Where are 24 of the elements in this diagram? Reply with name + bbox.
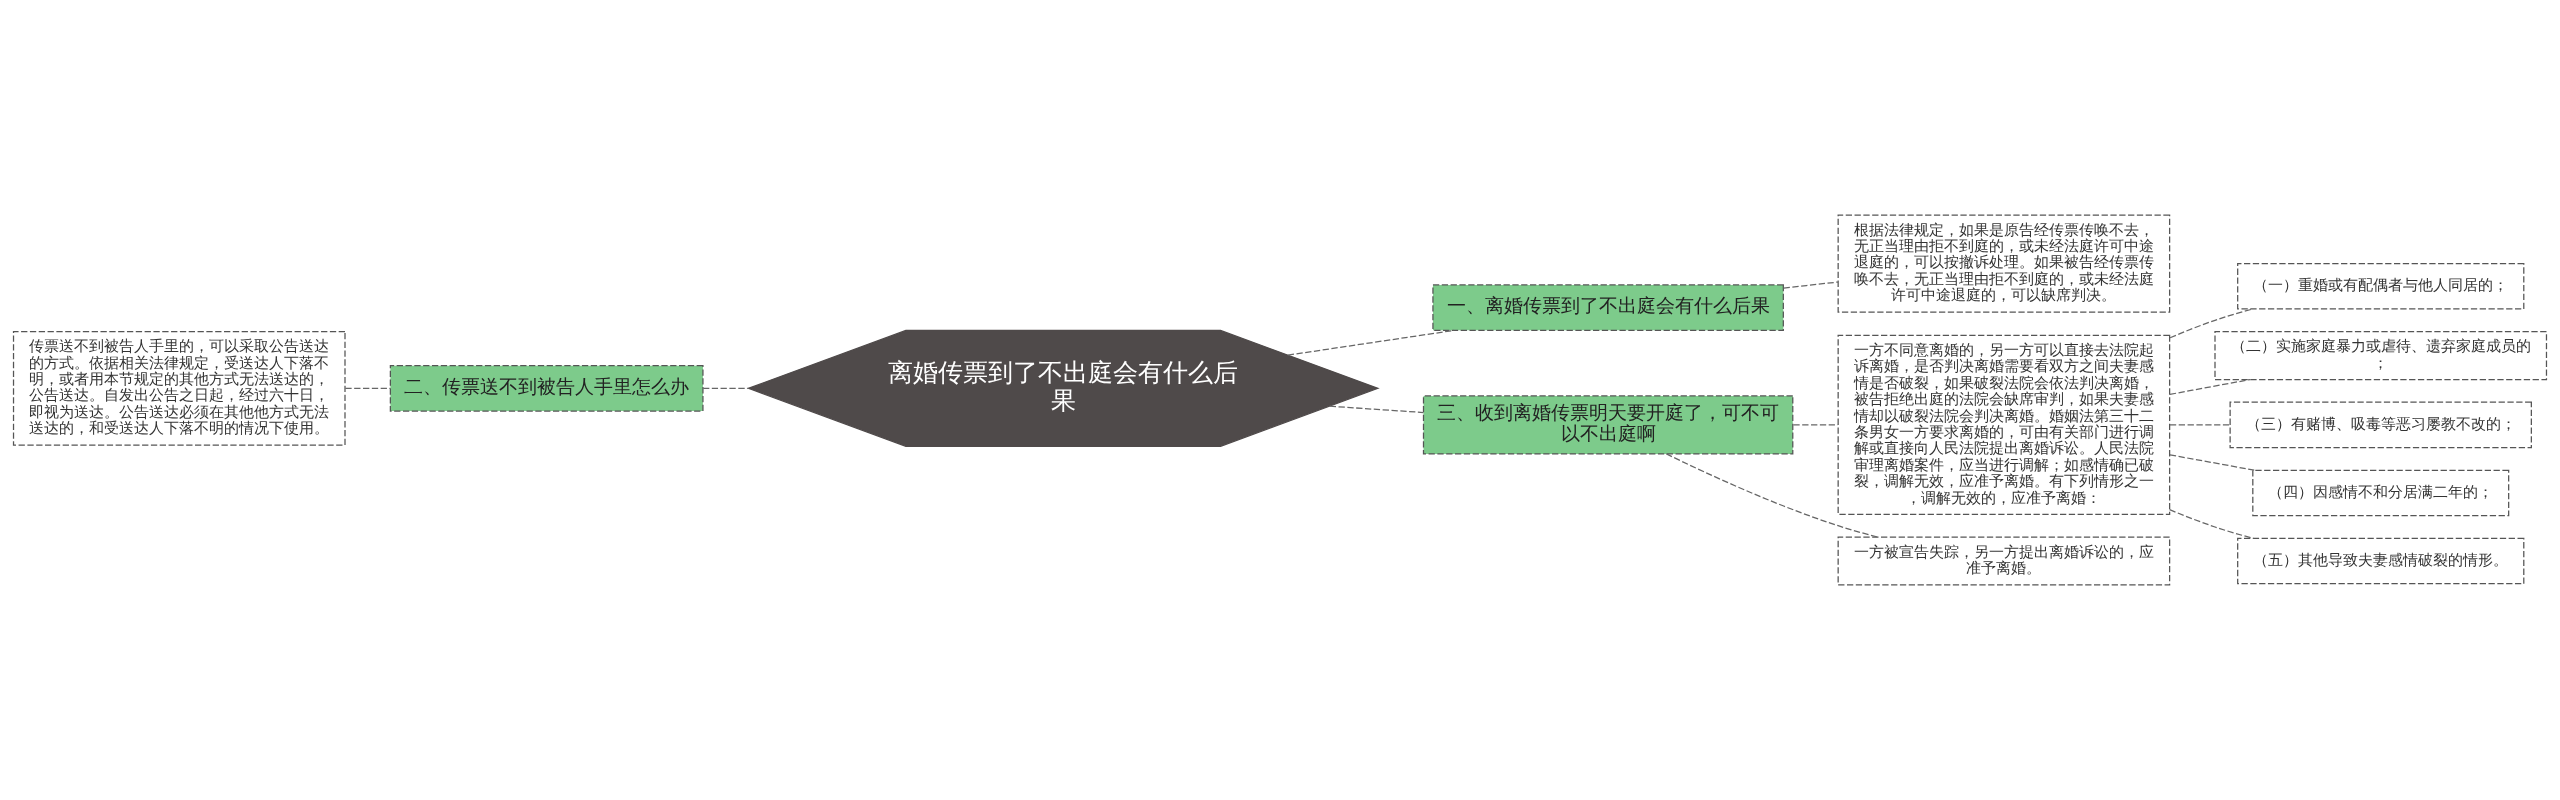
node-box: （四）因感情不和分居满二年的； bbox=[2252, 469, 2510, 517]
node-box: 三、收到离婚传票明天要开庭了，可不可以不出庭啊 bbox=[1422, 395, 1794, 455]
node-box: （二）实施家庭暴力或虐待、遗弃家庭成员的； bbox=[2214, 331, 2548, 381]
node-box: （五）其他导致夫妻感情破裂的情形。 bbox=[2237, 537, 2525, 585]
node-box: 一方被宣告失踪，另一方提出离婚诉讼的，应准予离婚。 bbox=[1837, 536, 2171, 586]
node-box: 根据法律规定，如果是原告经传票传唤不去，无正当理由拒不到庭的，或未经法庭许可中途退庭的，可以按撤诉处理。如果被告经传票传唤不去，无正当理由拒不到庭的，或未经法庭许可中途退庭的，可以缺席判决。 bbox=[1837, 214, 2171, 313]
node-box: 二、传票送不到被告人手里怎么办 bbox=[389, 365, 704, 412]
node-box: 一方不同意离婚的，另一方可以直接去法院起诉离婚，是否判决离婚需要看双方之间夫妻感情是否破裂，如果破裂法院会依法判决离婚，被告拒绝出庭的法院会缺席审判，如果夫妻感情却以破裂法院会判决离婚。婚姻法第三十二条男女一方要求离婚的，可由有关部门进行调解或直接向人民法院提出离婚诉讼。人民法院审理离婚案件，应当进行调解；如感情确已破裂，调解无效，应准予离婚。有下列情形之一，调解无效的，应准予离婚： bbox=[1837, 334, 2171, 515]
connector bbox=[702, 387, 750, 389]
connector bbox=[2169, 424, 2231, 426]
connector bbox=[2169, 378, 2251, 395]
node-box: （三）有赌博、吸毒等恶习屡教不改的； bbox=[2229, 401, 2532, 449]
connector bbox=[1665, 453, 1879, 538]
connector bbox=[1287, 329, 1455, 356]
connector bbox=[1782, 281, 1839, 289]
connector bbox=[2169, 454, 2256, 471]
node-box: 一、离婚传票到了不出庭会有什么后果 bbox=[1432, 284, 1784, 331]
connector bbox=[2169, 308, 2254, 339]
connector bbox=[344, 387, 391, 389]
node-box: （一）重婚或有配偶者与他人同居的； bbox=[2237, 262, 2525, 310]
node-box: 传票送不到被告人手里的，可以采取公告送达的方式。依据相关法律规定，受送达人下落不明，或者用本节规定的其他方式无法送达的，公告送达。自发出公告之日起，经过六十日，即视为送达。公告送达必须在其他他方式无法送达的，和受送达人下落不明的情况下使用。 bbox=[12, 331, 346, 446]
connector bbox=[1792, 424, 1839, 426]
connector bbox=[1329, 405, 1425, 414]
connector bbox=[2169, 509, 2254, 539]
